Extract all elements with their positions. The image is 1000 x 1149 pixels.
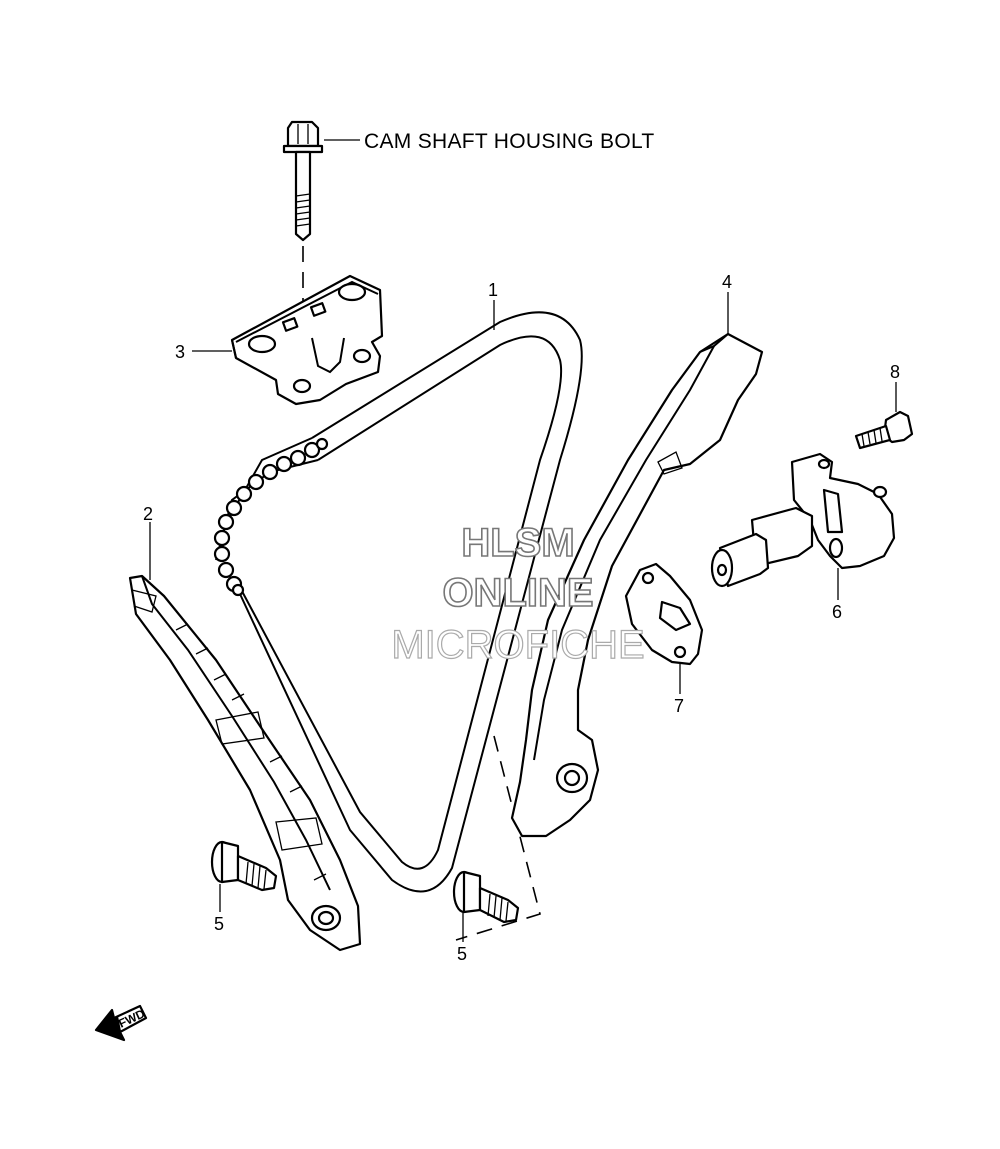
watermark-line3: MICROFICHE [391, 623, 644, 667]
guide-bolt-right [452, 870, 520, 924]
bolt-label: CAM SHAFT HOUSING BOLT [364, 130, 655, 153]
cam-shaft-housing-guide [230, 274, 384, 406]
chain-links [213, 437, 329, 597]
fwd-label: FWD [116, 1006, 147, 1030]
callout-1: 1 [488, 280, 498, 300]
tensioner-bolt [854, 410, 914, 450]
callout-6: 6 [832, 602, 842, 622]
chain-tensioner [710, 452, 896, 588]
callout-8: 8 [890, 362, 900, 382]
tensioner-guide [510, 332, 764, 838]
cam-chain [213, 300, 583, 893]
watermark-line1: HLSM [461, 521, 574, 565]
callout-7: 7 [674, 696, 684, 716]
watermark: HLSM ONLINE MICROFICHE [391, 520, 646, 667]
guide-bolt-left [210, 840, 278, 892]
callout-4: 4 [722, 272, 732, 292]
callout-3: 3 [175, 342, 185, 362]
watermark-line2: ONLINE [442, 571, 593, 615]
chain-guide [128, 574, 362, 952]
callout-5a: 5 [214, 914, 224, 934]
cam-shaft-housing-bolt [282, 120, 324, 242]
bolt-alignment-lines [455, 735, 541, 941]
fwd-arrow: FWD [94, 1004, 147, 1042]
callout-5b: 5 [457, 944, 467, 964]
tensioner-gasket [624, 562, 704, 666]
callout-2: 2 [143, 504, 153, 524]
